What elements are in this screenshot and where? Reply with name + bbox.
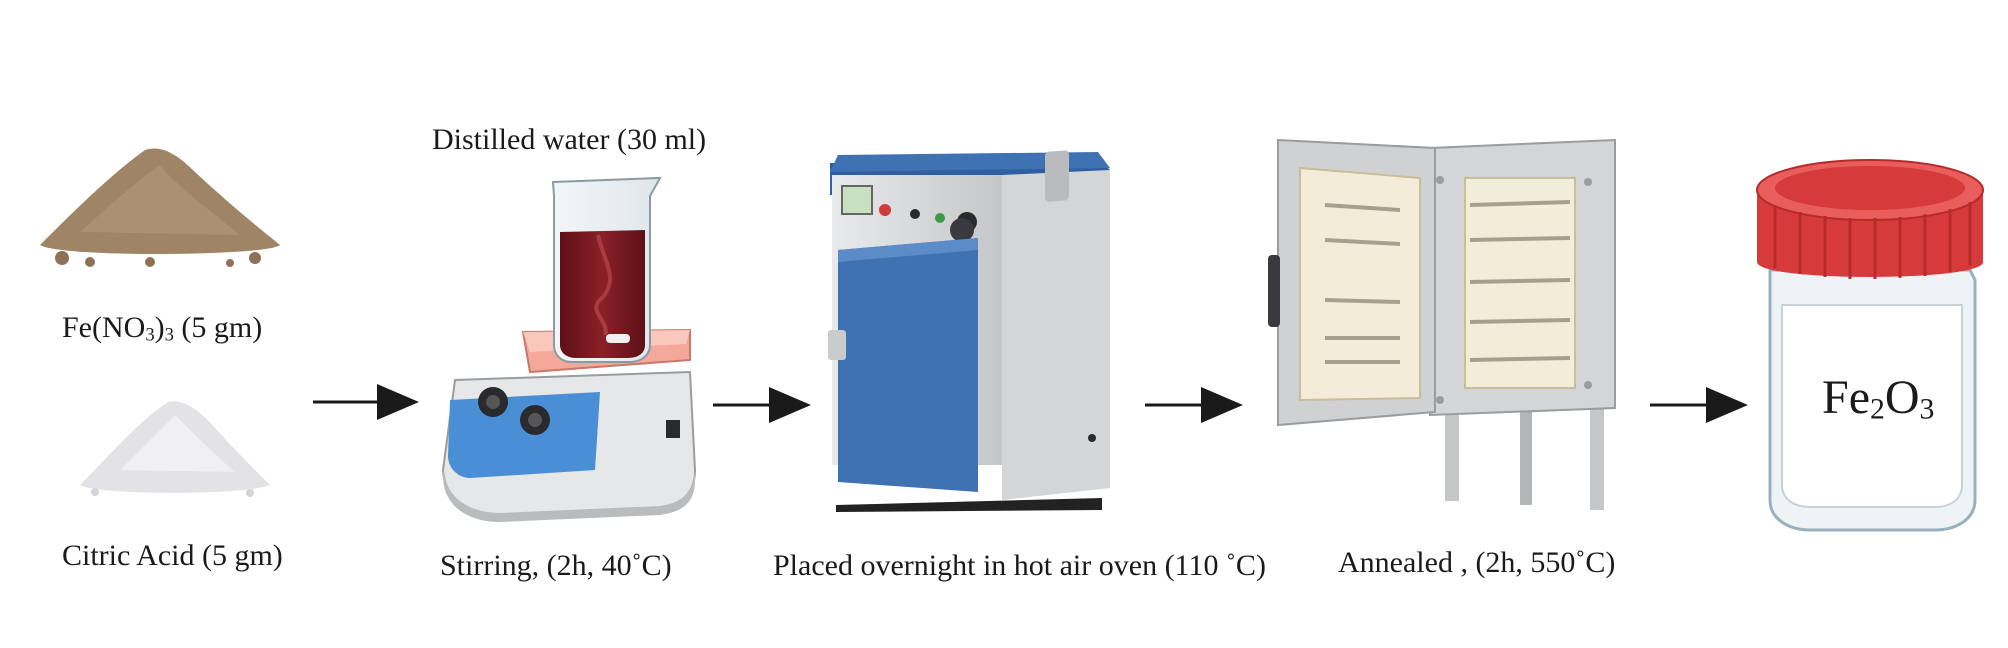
oven-label: Placed overnight in hot air oven (110 ˚C… (773, 549, 1266, 582)
annealing-furnace (1268, 138, 1616, 510)
iron-nitrate-powder (40, 148, 280, 267)
product-label: Fe2O3 (1822, 371, 1935, 426)
distilled-water-label: Distilled water (30 ml) (432, 123, 707, 156)
annealed-label: Annealed , (2h, 550˚C) (1338, 546, 1616, 579)
citric-acid-powder (80, 401, 270, 497)
product-jar (1756, 159, 1984, 532)
stirring-label: Stirring, (2h, 40˚C) (440, 549, 672, 582)
iron-nitrate-label: Fe(NO3)3 (5 gm) (62, 311, 263, 346)
citric-acid-label: Citric Acid (5 gm) (62, 539, 283, 572)
beaker-with-solution (551, 176, 662, 363)
hot-air-oven (828, 150, 1110, 512)
